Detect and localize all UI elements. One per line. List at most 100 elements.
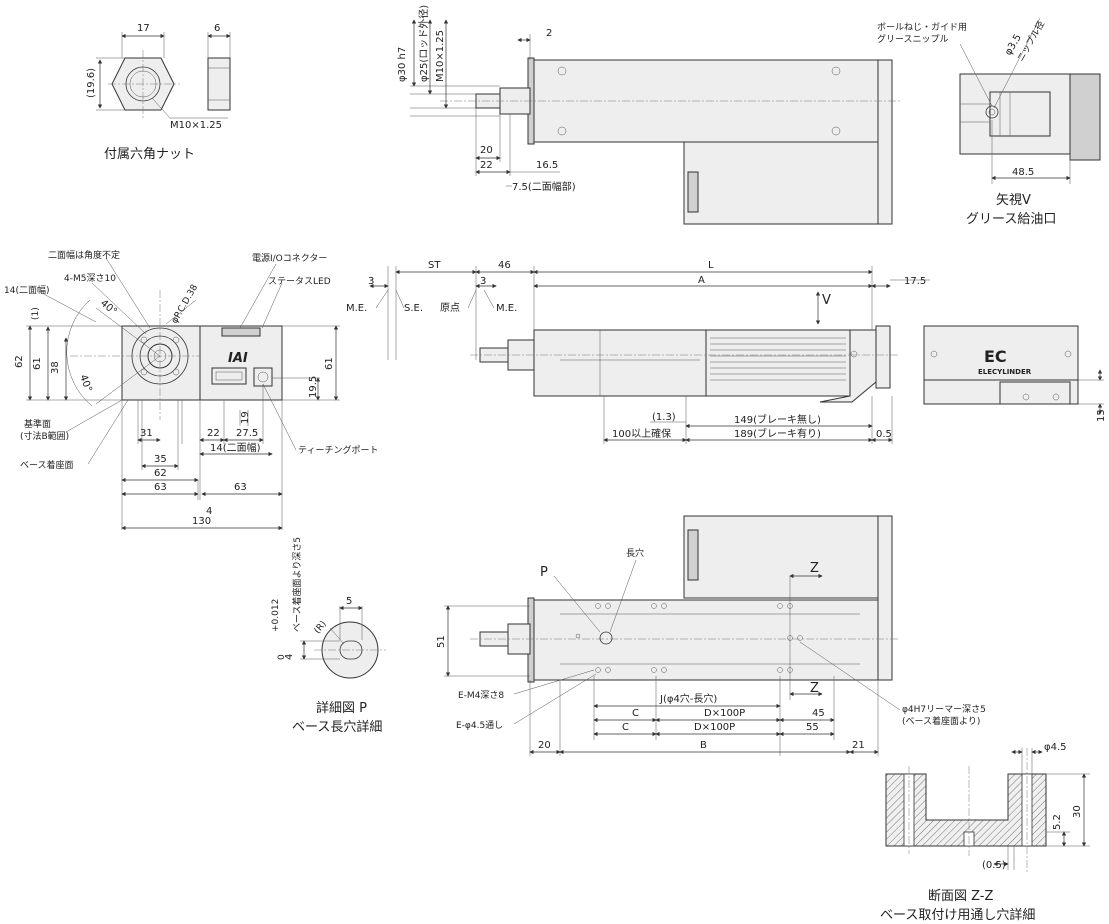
front-dim-130: 130 <box>192 516 211 527</box>
front-view: IAI 二面幅は角度不定 <box>4 249 378 531</box>
nut-thickness-dim: 6 <box>214 23 220 34</box>
bottom-dim-c-a: C <box>632 708 639 719</box>
top-end-cap <box>877 59 893 225</box>
top-dim-m10: M10×1.25 <box>435 30 446 82</box>
bottom-label-z-top: Z <box>810 561 819 576</box>
front-dim-62: 62 <box>14 355 25 368</box>
front-motor-face <box>199 325 283 401</box>
view-v-note-1: ボールねじ・ガイド用 <box>877 22 967 33</box>
section-caption-1: 断面図 Z-Z <box>928 889 994 904</box>
bottom-dim-45: 45 <box>812 708 825 719</box>
hex-nut-view: 17 6 (19.6) M10×1.25 付属六角ナット <box>86 23 231 162</box>
end-view: EC ELECYLINDER 15 <box>923 325 1107 422</box>
front-note-pcd: φP.C.D.38 <box>170 283 200 326</box>
front-note-connector: 電源I/Oコネクター <box>252 253 327 264</box>
top-dim-phi25: φ25(ロッド外径) <box>417 5 430 82</box>
top-view: φ30 h7 φ25(ロッド外径) M10×1.25 2 20 22 16.5 … <box>397 5 900 225</box>
end-brand: ELECYLINDER <box>978 368 1032 376</box>
front-note-teaching: ティーチングポート <box>298 444 378 456</box>
bottom-dim-21: 21 <box>852 740 865 751</box>
end-logo: EC <box>984 347 1007 366</box>
nut-side <box>207 57 231 111</box>
side-dim-l: L <box>708 260 714 271</box>
front-note-m5: 4-M5深さ10 <box>64 273 116 284</box>
bottom-label-slot: 長穴 <box>626 547 644 559</box>
side-dim-3b: 3 <box>480 276 486 287</box>
side-dim-46: 46 <box>498 260 511 271</box>
side-point-me-b: M.E. <box>496 303 517 314</box>
section-dim-0-5: (0.5) <box>982 860 1006 871</box>
side-body <box>533 329 707 397</box>
bottom-dim-phi45: E-φ4.5通し <box>456 720 503 731</box>
view-v-note-2: グリースニップル <box>877 33 949 45</box>
front-dim-40a: 40° <box>98 298 119 318</box>
section-zz: φ4.5 30 5.2 (0.5) 断面図 Z-Z ベース取付け用通し穴詳細 <box>880 742 1090 923</box>
side-dim-189: 189(ブレーキ有り) <box>734 427 821 440</box>
side-dim-3a: 3 <box>368 276 374 287</box>
bottom-dim-m4: E-M4深さ8 <box>458 690 504 701</box>
nut-corner-dim: (19.6) <box>86 68 97 98</box>
front-note-14: 14(二面幅) <box>4 284 49 296</box>
front-dim-4: 4 <box>206 506 212 517</box>
front-note-base: ベース着座面 <box>20 459 74 471</box>
side-view: ST 46 3 3 L A 17.5 (1.3) 100以上確保 149(ブレー… <box>346 260 930 444</box>
bottom-dim-51: 51 <box>436 635 447 648</box>
bottom-dim-55: 55 <box>806 722 819 733</box>
end-dim-15: 15 <box>1096 409 1107 422</box>
side-dim-a: A <box>698 275 705 286</box>
nut-caption: 付属六角ナット <box>104 147 195 162</box>
side-arrow-v: V <box>822 293 831 308</box>
front-dim-35: 35 <box>154 454 167 465</box>
front-note-ref-range: (寸法B範囲) <box>20 430 69 442</box>
bottom-motor <box>683 515 879 599</box>
bottom-dim-20: 20 <box>538 740 551 751</box>
section-dim-phi45: φ4.5 <box>1044 742 1067 753</box>
top-dim-phi30: φ30 h7 <box>397 47 408 82</box>
bottom-body <box>529 599 879 681</box>
detail-p: 5 4 +0.012 0 ベース着座面より深さ5 (R) 詳細図 P ベース長穴… <box>271 537 386 735</box>
top-dim-20: 20 <box>480 145 493 156</box>
section-dim-30: 30 <box>1072 805 1083 818</box>
nut-width-dim: 17 <box>137 23 150 34</box>
bottom-dim-d-b: D×100P <box>694 722 735 733</box>
side-point-me-a: M.E. <box>346 303 367 314</box>
detail-p-tol-upper: +0.012 <box>271 599 281 632</box>
nut-thread-dim: M10×1.25 <box>170 120 222 131</box>
bottom-label-p: P <box>540 565 548 580</box>
front-dim-40b: 40° <box>77 373 93 393</box>
view-v-caption-2: グリース給油口 <box>966 212 1056 227</box>
detail-p-dim-4: 4 <box>284 654 295 660</box>
top-dim-16-5: 16.5 <box>536 160 558 171</box>
section-zz-body <box>885 773 1047 847</box>
view-v: ボールねじ・ガイド用 グリースニップル φ3.5 ニップル径 48.5 矢視V … <box>877 17 1101 227</box>
bottom-dim-j: J(φ4穴-長穴) <box>659 692 717 705</box>
front-dim-14: 14(二面幅) <box>210 441 261 454</box>
top-dim-2: 2 <box>546 28 552 39</box>
side-fins <box>710 337 846 381</box>
bottom-dim-b: B <box>700 740 707 751</box>
detail-p-dim-5: 5 <box>346 596 352 607</box>
front-dim-27-5: 27.5 <box>236 428 258 439</box>
top-dim-7-5: 7.5(二面幅部) <box>512 180 576 193</box>
front-note-led: ステータスLED <box>268 276 331 287</box>
detail-p-radius: (R) <box>313 619 329 636</box>
front-logo: IAI <box>228 351 248 366</box>
top-motor <box>683 141 879 225</box>
bottom-note-reamer-2: (ベース着座面より) <box>902 715 980 727</box>
front-dim-1: (1) <box>31 307 41 320</box>
top-dim-22: 22 <box>480 160 493 171</box>
front-dim-38: 38 <box>50 361 61 374</box>
bottom-dim-d-a: D×100P <box>704 708 745 719</box>
front-dim-19: 19 <box>240 411 251 424</box>
bottom-label-z-bottom: Z <box>810 681 819 696</box>
section-dim-5-2: 5.2 <box>1052 814 1063 830</box>
side-dim-100: 100以上確保 <box>612 427 671 440</box>
detail-p-caption-2: ベース長穴詳細 <box>292 719 382 735</box>
side-point-origin: 原点 <box>440 302 460 314</box>
side-dim-149: 149(ブレーキ無し) <box>734 413 821 426</box>
front-note-ref: 基準面 <box>24 418 51 430</box>
front-note-angle: 二面幅は角度不定 <box>48 249 120 261</box>
front-dim-63b: 63 <box>234 482 247 493</box>
front-dim-31: 31 <box>140 428 153 439</box>
